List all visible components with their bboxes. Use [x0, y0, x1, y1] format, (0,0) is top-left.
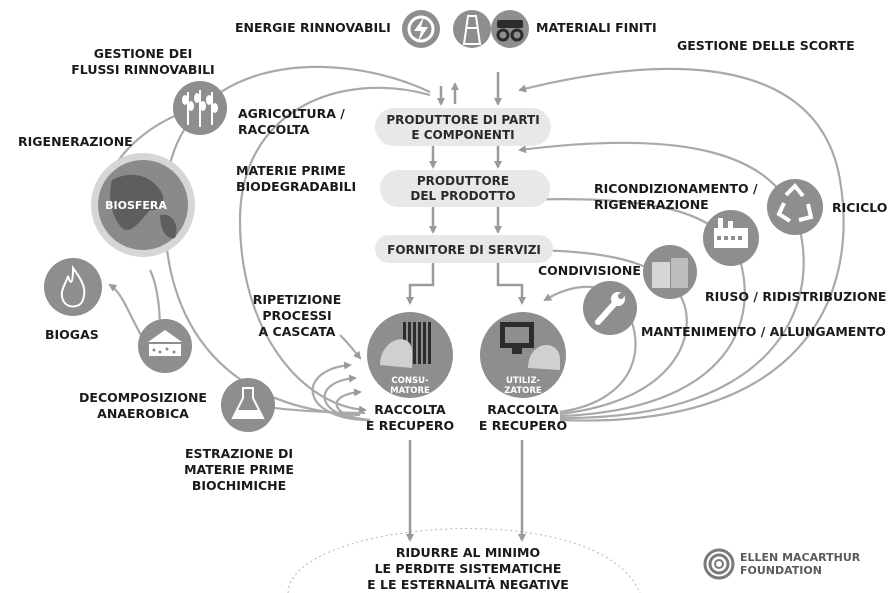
- service-provider-label: FORNITORE DI SERVIZI: [387, 243, 541, 257]
- recycling-label: RICICLO: [832, 200, 887, 215]
- minimize-line1: RIDURRE AL MINIMO: [396, 545, 540, 560]
- parts-manufacturer-box: PRODUTTORE DI PARTI E COMPONENTI: [375, 108, 551, 146]
- regeneration-label: RIGENERAZIONE: [18, 134, 133, 149]
- agriculture-line1: AGRICOLTURA /: [238, 106, 345, 121]
- renewable-flows-line2: FLUSSI RINNOVABILI: [71, 62, 214, 77]
- user-line2: ZATORE: [504, 386, 542, 396]
- logo-line1: ELLEN MACARTHUR: [740, 551, 861, 564]
- extraction-line2: MATERIE PRIME: [184, 462, 294, 477]
- anaerobic-line2: ANAEROBICA: [97, 406, 189, 421]
- parts-manufacturer-line1: PRODUTTORE DI PARTI: [386, 113, 539, 127]
- wrench-icon: [583, 281, 637, 335]
- mining-truck-icon: [491, 10, 529, 48]
- service-provider-box: FORNITORE DI SERVIZI: [375, 235, 553, 263]
- renewable-flows-line1: GESTIONE DEI: [94, 46, 193, 61]
- finite-materials-label: MATERIALI FINITI: [536, 20, 657, 35]
- energy-icon: [402, 10, 440, 48]
- compost-icon: [138, 319, 192, 373]
- reuse-label: RIUSO / RIDISTRIBUZIONE: [705, 289, 886, 304]
- biogas-label: BIOGAS: [45, 327, 99, 342]
- minimize-line2: LE PERDITE SISTEMATICHE: [375, 561, 562, 576]
- cascade-line2: PROCESSI: [262, 308, 331, 323]
- extraction-line1: ESTRAZIONE DI: [185, 446, 293, 461]
- cascade-line3: A CASCATA: [259, 324, 336, 339]
- biodegradable-line2: BIODEGRADABILI: [236, 179, 356, 194]
- cascade-line1: RIPETIZIONE: [253, 292, 342, 307]
- renewables-label: ENERGIE RINNOVABILI: [235, 20, 391, 35]
- globe-icon: BIOSFERA: [91, 153, 195, 257]
- minimize-line3: E LE ESTERNALITÀ NEGATIVE: [367, 577, 569, 592]
- factory-icon: [703, 210, 759, 266]
- crops-icon: [173, 81, 227, 135]
- ellen-macarthur-logo: ELLEN MACARTHUR FOUNDATION: [703, 548, 861, 580]
- collection-left-line1: RACCOLTA: [374, 402, 446, 417]
- sharing-label: CONDIVISIONE: [538, 263, 641, 278]
- collection-left-line2: E RECUPERO: [366, 418, 454, 433]
- flame-icon: [44, 258, 102, 316]
- product-manufacturer-line1: PRODUTTORE: [417, 174, 509, 188]
- consumer-line2: MATORE: [390, 386, 430, 396]
- consumer-line1: CONSU-: [391, 376, 429, 386]
- cascade-arrows: [311, 334, 371, 422]
- recycle-icon: [767, 179, 823, 235]
- oil-rig-icon: [453, 10, 491, 48]
- stock-management-label: GESTIONE DELLE SCORTE: [677, 38, 855, 53]
- logo-line2: FOUNDATION: [740, 564, 822, 577]
- refurbish-line2: RIGENERAZIONE: [594, 197, 709, 212]
- user-line1: UTILIZ-: [506, 376, 540, 386]
- consumer-icon: CONSU- MATORE: [367, 312, 453, 398]
- collection-right-line1: RACCOLTA: [487, 402, 559, 417]
- biosphere-label: BIOSFERA: [105, 199, 167, 212]
- collection-right-line2: E RECUPERO: [479, 418, 567, 433]
- technical-cycle-arrows: [518, 67, 845, 422]
- agriculture-line2: RACCOLTA: [238, 122, 310, 137]
- anaerobic-line1: DECOMPOSIZIONE: [79, 390, 207, 405]
- product-manufacturer-box: PRODUTTORE DEL PRODOTTO: [380, 170, 550, 207]
- extraction-line3: BIOCHIMICHE: [192, 478, 286, 493]
- maintenance-label: MANTENIMENTO / ALLUNGAMENTO: [641, 324, 886, 339]
- biodegradable-line1: MATERIE PRIME: [236, 163, 346, 178]
- refurbish-line1: RICONDIZIONAMENTO /: [594, 181, 758, 196]
- central-flow-arrows: [406, 72, 526, 542]
- flask-icon: [221, 378, 275, 432]
- monitor-user-icon: UTILIZ- ZATORE: [480, 312, 566, 398]
- parts-manufacturer-line2: E COMPONENTI: [411, 128, 514, 142]
- product-manufacturer-line2: DEL PRODOTTO: [410, 189, 515, 203]
- boxes-icon: [643, 245, 697, 299]
